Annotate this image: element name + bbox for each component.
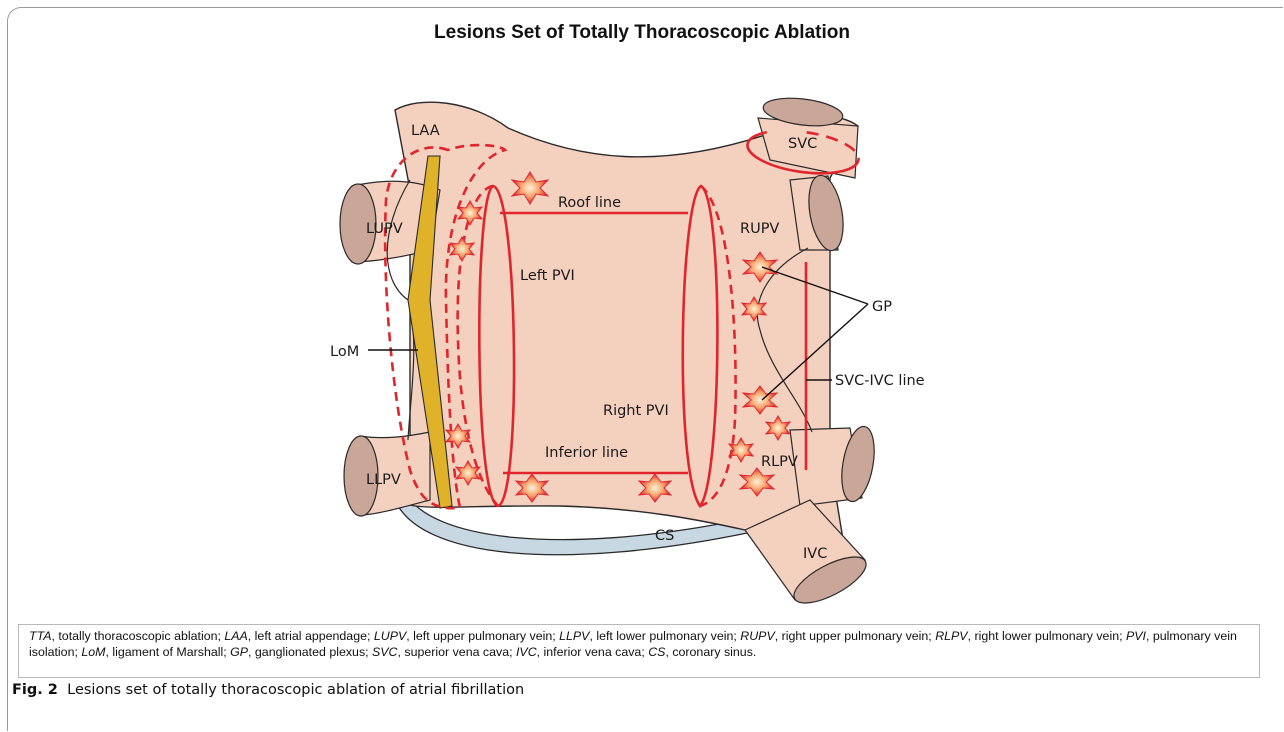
label-llpv: LLPV [366, 472, 401, 488]
label-ivc: IVC [803, 546, 827, 562]
legend-entry: LoM, ligament of Marshall; [81, 645, 230, 659]
legend-entry: SVC, superior vena cava; [372, 645, 516, 659]
figure-caption: Fig. 2 Lesions set of totally thoracosco… [12, 682, 524, 698]
label-svc-ivc-line: SVC-IVC line [835, 373, 925, 389]
label-roof-line: Roof line [558, 195, 621, 211]
label-rlpv: RLPV [761, 454, 798, 470]
caption-text: Lesions set of totally thoracoscopic abl… [67, 682, 524, 698]
legend-entry: CS, coronary sinus. [648, 645, 756, 659]
label-left-pvi: Left PVI [520, 268, 575, 284]
abbreviation-legend: TTA, totally thoracoscopic ablation; LAA… [18, 624, 1260, 678]
label-right-pvi: Right PVI [603, 403, 669, 419]
legend-entry: IVC, inferior vena cava; [516, 645, 648, 659]
legend-entry: RLPV, right lower pulmonary vein; [935, 629, 1126, 643]
label-lom: LoM [330, 344, 359, 360]
heart-diagram: LAA SVC LUPV LLPV RUPV RLPV IVC CS LoM G… [0, 0, 1284, 620]
label-rupv: RUPV [740, 221, 779, 237]
label-inferior-line: Inferior line [545, 445, 628, 461]
legend-entry: GP, ganglionated plexus; [230, 645, 372, 659]
figure-number: Fig. 2 [12, 682, 58, 698]
label-cs: CS [655, 528, 674, 544]
legend-entry: RUPV, right upper pulmonary vein; [740, 629, 935, 643]
label-laa: LAA [411, 123, 440, 139]
legend-entry: LUPV, left upper pulmonary vein; [374, 629, 559, 643]
legend-entry: LLPV, left lower pulmonary vein; [559, 629, 740, 643]
legend-entry: LAA, left atrial appendage; [224, 629, 373, 643]
label-gp: GP [872, 299, 892, 315]
legend-entry: TTA, totally thoracoscopic ablation; [29, 629, 224, 643]
label-svc: SVC [788, 136, 817, 152]
label-lupv: LUPV [366, 221, 403, 237]
